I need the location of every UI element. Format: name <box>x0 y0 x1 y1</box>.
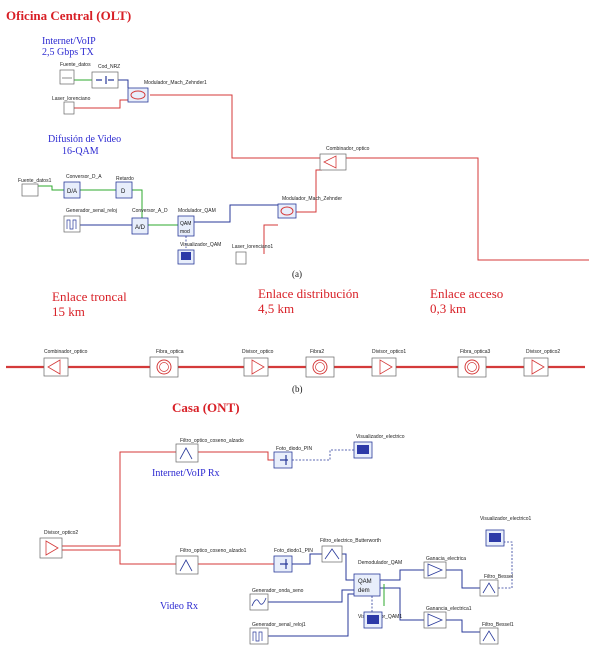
link-block-divisor[interactable]: Divisor_optico <box>242 349 274 377</box>
link-block-combinador[interactable]: Combinador_optico <box>43 349 88 377</box>
svg-text:A/D: A/D <box>135 225 146 231</box>
svg-text:Foto_diodo1_PIN: Foto_diodo1_PIN <box>274 548 313 554</box>
svg-text:QAM: QAM <box>358 579 372 585</box>
svg-text:Divisor_optico2: Divisor_optico2 <box>44 530 78 536</box>
olt-block-modulador-mz[interactable]: Modulador_Mach_Zehnder <box>277 196 342 219</box>
svg-text:Visualizador_electrico1: Visualizador_electrico1 <box>480 516 532 522</box>
link-acceso-length: 0,3 km <box>430 301 466 316</box>
olt-block-modulador-qam[interactable]: Modulador_QAM QAM mod <box>177 208 216 237</box>
olt-block-laser-2[interactable]: Laser_lorenciano1 <box>232 244 273 265</box>
olt-title: Oficina Central (OLT) <box>6 8 131 23</box>
olt-block-gen-reloj[interactable]: Generador_senal_reloj <box>63 208 117 233</box>
ont-block-filtro-bessel[interactable]: Filtro_Bessel <box>479 574 513 597</box>
ont-block-ganancia1[interactable]: Ganancia_electrica1 <box>423 606 472 629</box>
olt-block-laser-1[interactable]: Laser_lorenciano <box>52 96 91 115</box>
ont-wires <box>62 449 513 637</box>
annotation-video: Difusión de Video <box>48 134 121 145</box>
svg-text:Retardo: Retardo <box>116 176 134 182</box>
link-block-fibra2[interactable]: Fibra2 <box>305 349 335 378</box>
svg-text:Modulador_QAM: Modulador_QAM <box>178 208 216 214</box>
svg-text:Visualizador_electrico: Visualizador_electrico <box>356 434 405 440</box>
svg-text:Conversor_A_D: Conversor_A_D <box>132 208 168 214</box>
svg-text:Laser_lorenciano1: Laser_lorenciano1 <box>232 244 273 250</box>
ont-block-vis-qam1[interactable]: Visualizador_QAM1 <box>358 611 402 629</box>
svg-text:mod: mod <box>180 229 190 235</box>
caption-b: (b) <box>292 384 303 394</box>
svg-text:Divisor_optico: Divisor_optico <box>242 349 274 355</box>
svg-text:Filtro_optico_coseno_alzado1: Filtro_optico_coseno_alzado1 <box>180 548 247 554</box>
svg-text:dem: dem <box>358 588 370 594</box>
svg-text:Fibra2: Fibra2 <box>310 349 324 355</box>
ont-block-gen-seno[interactable]: Generador_onda_seno <box>249 588 304 611</box>
ont-block-filtro-coseno[interactable]: Filtro_optico_coseno_alzado <box>175 438 244 463</box>
svg-text:Divisor_optico1: Divisor_optico1 <box>372 349 406 355</box>
svg-text:Combinador_optico: Combinador_optico <box>326 146 370 152</box>
olt-block-cod-nrz[interactable]: Cod_NRZ <box>91 64 120 89</box>
olt-block-retardo[interactable]: Retardo D <box>115 176 134 199</box>
link-distribucion-length: 4,5 km <box>258 301 294 316</box>
svg-text:Filtro_Bessel: Filtro_Bessel <box>484 574 513 580</box>
link-distribucion-name: Enlace distribución <box>258 286 359 301</box>
svg-text:Generador_senal_reloj1: Generador_senal_reloj1 <box>252 622 306 628</box>
svg-text:Demodulador_QAM: Demodulador_QAM <box>358 560 402 566</box>
ont-block-filtro-butter[interactable]: Filtro_electrico_Butterworth <box>320 538 381 563</box>
ont-block-demodulador[interactable]: Demodulador_QAM QAM dem <box>353 560 402 597</box>
link-troncal-name: Enlace troncal <box>52 289 127 304</box>
olt-block-fuente-datos[interactable]: Fuente_datos <box>59 62 91 85</box>
link-troncal-length: 15 km <box>52 304 85 319</box>
ont-block-foto-diodo1[interactable]: Foto_diodo1_PIN <box>273 548 313 573</box>
svg-text:Modulador_Mach_Zehnder: Modulador_Mach_Zehnder <box>282 196 342 202</box>
svg-text:Combinador_optico: Combinador_optico <box>44 349 88 355</box>
ont-block-foto-diodo[interactable]: Foto_diodo_PIN <box>273 446 313 469</box>
annotation-internet-rate: 2,5 Gbps TX <box>42 47 95 58</box>
svg-text:Laser_lorenciano: Laser_lorenciano <box>52 96 91 102</box>
svg-text:Ganacia_electrica: Ganacia_electrica <box>426 556 466 562</box>
svg-text:Filtro_Bessel1: Filtro_Bessel1 <box>482 622 514 628</box>
olt-block-modulador-mz1[interactable]: Modulador_Mach_Zehnder1 <box>127 80 207 103</box>
caption-a: (a) <box>292 269 302 279</box>
svg-text:Cod_NRZ: Cod_NRZ <box>98 64 120 70</box>
svg-text:Modulador_Mach_Zehnder1: Modulador_Mach_Zehnder1 <box>144 80 207 86</box>
svg-text:Filtro_optico_coseno_alzado: Filtro_optico_coseno_alzado <box>180 438 244 444</box>
annotation-video-format: 16-QAM <box>62 146 99 157</box>
svg-text:Filtro_electrico_Butterworth: Filtro_electrico_Butterworth <box>320 538 381 544</box>
svg-text:Ganancia_electrica1: Ganancia_electrica1 <box>426 606 472 612</box>
ont-block-filtro-coseno1[interactable]: Filtro_optico_coseno_alzado1 <box>175 548 247 575</box>
link-acceso-name: Enlace acceso <box>430 286 503 301</box>
svg-text:QAM: QAM <box>180 221 191 227</box>
annotation-internet-voip: Internet/VoIP <box>42 36 96 47</box>
svg-text:Foto_diodo_PIN: Foto_diodo_PIN <box>276 446 313 452</box>
svg-text:Generador_senal_reloj: Generador_senal_reloj <box>66 208 117 214</box>
olt-block-conversor-da[interactable]: Conversor_D_A D/A <box>63 174 102 199</box>
svg-text:D/A: D/A <box>67 189 77 195</box>
svg-text:Generador_onda_seno: Generador_onda_seno <box>252 588 304 594</box>
svg-text:Fuente_datos: Fuente_datos <box>60 62 91 68</box>
link-block-fibra3[interactable]: Fibra_optica3 <box>457 349 491 378</box>
ont-block-vis-electrico1[interactable]: Visualizador_electrico1 <box>480 516 532 547</box>
svg-text:Conversor_D_A: Conversor_D_A <box>66 174 102 180</box>
ont-block-vis-electrico[interactable]: Visualizador_electrico <box>353 434 405 459</box>
olt-block-visualizador-qam[interactable]: Visualizador_QAM <box>177 242 221 265</box>
annotation-internet-voip-rx: Internet/VoIP Rx <box>152 468 220 479</box>
svg-text:Fuente_datos1: Fuente_datos1 <box>18 178 52 184</box>
annotation-video-rx: Video Rx <box>160 601 198 612</box>
svg-text:D: D <box>121 189 126 195</box>
svg-text:Fibra_optica3: Fibra_optica3 <box>460 349 491 355</box>
link-block-divisor1[interactable]: Divisor_optico1 <box>371 349 406 377</box>
ont-block-gen-reloj1[interactable]: Generador_senal_reloj1 <box>249 622 306 645</box>
svg-text:Fibra_optica: Fibra_optica <box>156 349 184 355</box>
olt-wires <box>38 79 589 261</box>
ont-block-filtro-bessel1[interactable]: Filtro_Bessel1 <box>479 622 514 645</box>
link-block-fibra[interactable]: Fibra_optica <box>149 349 184 378</box>
olt-block-fuente-datos1[interactable]: Fuente_datos1 <box>18 178 52 197</box>
olt-block-combinador[interactable]: Combinador_optico <box>319 146 370 171</box>
svg-text:Visualizador_QAM: Visualizador_QAM <box>180 242 221 248</box>
olt-block-conversor-ad[interactable]: Conversor_A_D A/D <box>131 208 168 235</box>
ont-title: Casa (ONT) <box>172 400 240 415</box>
ont-block-ganancia[interactable]: Ganacia_electrica <box>423 556 466 579</box>
link-block-divisor2[interactable]: Divisor_optico2 <box>523 349 560 377</box>
ont-block-divisor2[interactable]: Divisor_optico2 <box>39 530 78 559</box>
svg-text:Divisor_optico2: Divisor_optico2 <box>526 349 560 355</box>
